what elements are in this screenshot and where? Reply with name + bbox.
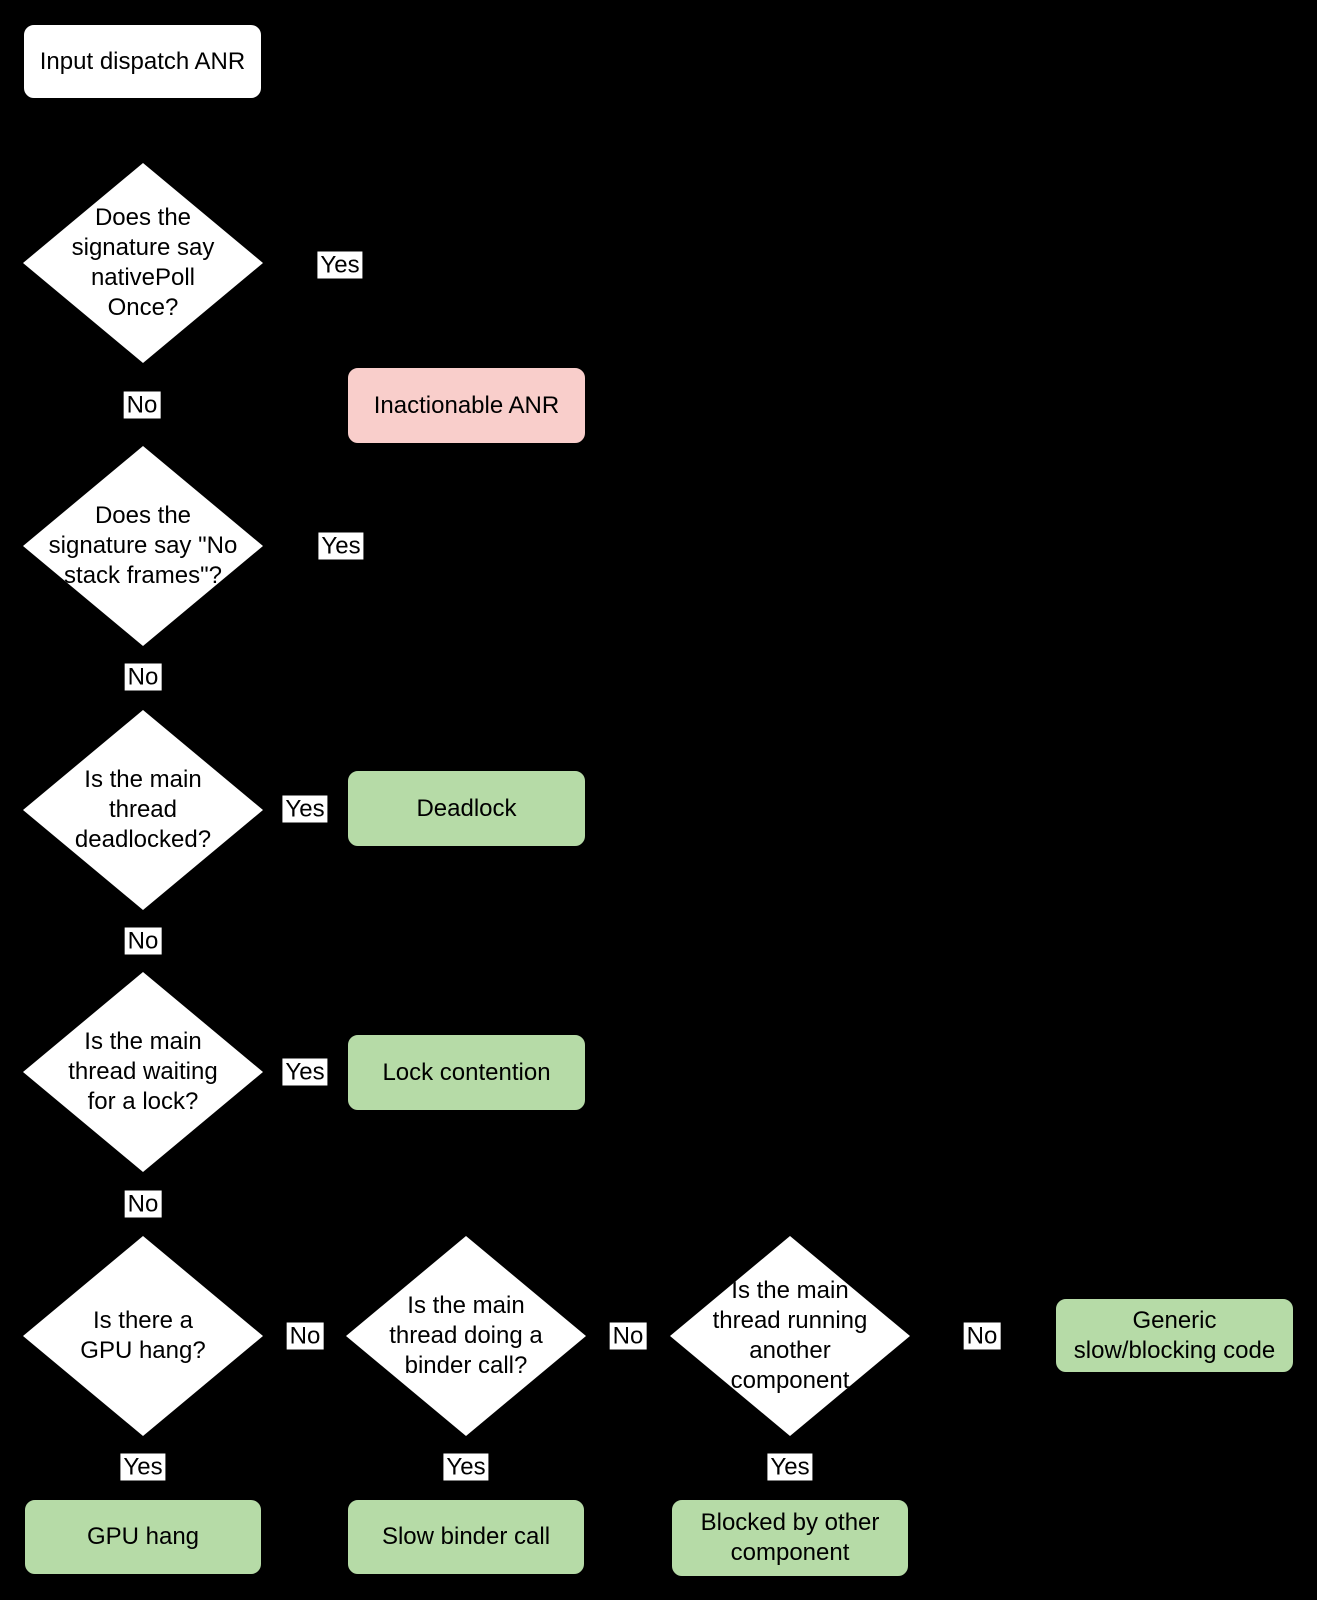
outcome-inactionable-anr: Inactionable ANR — [346, 366, 587, 445]
edge-label-no-waiting-lock: No — [124, 1190, 162, 1218]
outcome-gpu-hang: GPU hang — [23, 1498, 263, 1576]
connector-q-no-stack-frames-yes — [263, 451, 471, 547]
decision-text: Is the main thread waiting for a lock? — [68, 1028, 218, 1115]
start-node-input-dispatch-anr: Input dispatch ANR — [22, 23, 263, 100]
edge-label-yes-another-component: Yes — [767, 1453, 813, 1481]
edge-label-yes-deadlocked: Yes — [282, 795, 328, 823]
decision-text: Is the main thread deadlocked? — [74, 766, 212, 853]
decision-running-another-component: Is the main thread running another compo… — [670, 1236, 910, 1436]
connector-q-nativepoll-yes — [263, 262, 471, 360]
decision-signature-no-stack-frames: Does the signature say "No stack frames"… — [23, 446, 263, 646]
decision-main-thread-deadlocked: Is the main thread deadlocked? — [23, 710, 263, 910]
edge-label-no-deadlocked: No — [124, 927, 162, 955]
decision-signature-nativepollonce: Does the signature say nativePoll Once? — [23, 163, 263, 363]
edge-label-yes-gpu-hang: Yes — [120, 1453, 166, 1481]
outcome-slow-binder-call: Slow binder call — [346, 1498, 586, 1576]
decision-text: Does the signature say nativePoll Once? — [71, 204, 215, 321]
edge-label-no-nativepoll: No — [123, 391, 161, 419]
outcome-lock-contention: Lock contention — [346, 1033, 587, 1112]
edge-label-no-no-stack-frames: No — [124, 663, 162, 691]
edge-label-no-gpu-hang: No — [286, 1322, 324, 1350]
decision-text: Is there a GPU hang? — [80, 1307, 206, 1364]
edge-label-yes-nativepoll: Yes — [317, 251, 363, 279]
decision-text: Is the main thread running another compo… — [712, 1277, 868, 1394]
edge-label-no-another-component: No — [963, 1322, 1001, 1350]
edge-label-yes-waiting-lock: Yes — [282, 1058, 328, 1086]
decision-text: Is the main thread doing a binder call? — [389, 1292, 543, 1379]
edge-label-yes-binder-call: Yes — [443, 1453, 489, 1481]
decision-gpu-hang: Is there a GPU hang? — [23, 1236, 263, 1436]
edge-label-yes-no-stack-frames: Yes — [318, 532, 364, 560]
outcome-deadlock: Deadlock — [346, 769, 587, 848]
outcome-blocked-by-other-component: Blocked by other component — [670, 1498, 910, 1578]
decision-text: Does the signature say "No stack frames"… — [48, 502, 238, 589]
edge-label-no-binder-call: No — [609, 1322, 647, 1350]
decision-main-thread-waiting-lock: Is the main thread waiting for a lock? — [23, 972, 263, 1172]
decision-binder-call: Is the main thread doing a binder call? — [346, 1236, 586, 1436]
outcome-generic-slow-blocking-code: Generic slow/blocking code — [1054, 1297, 1295, 1374]
